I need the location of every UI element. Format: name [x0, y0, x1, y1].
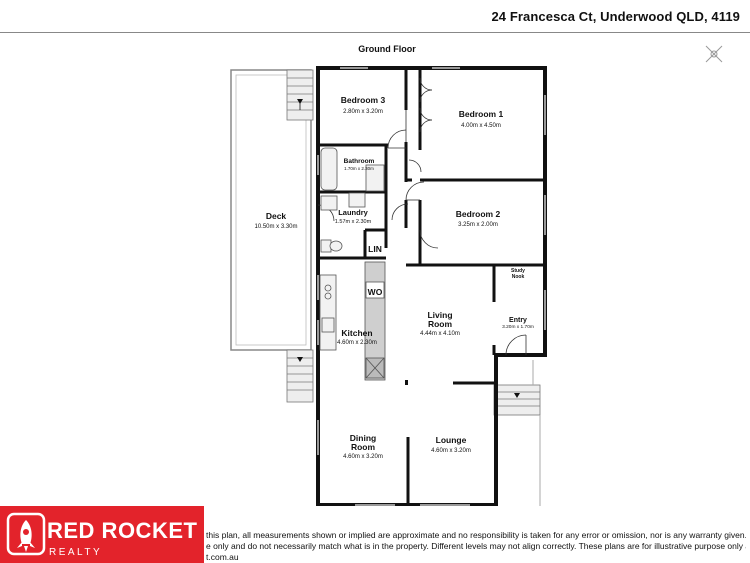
rocket-icon: [6, 512, 46, 556]
room-deck: Deck 10.50m x 3.30m: [254, 211, 297, 230]
room-name: Bathroom: [344, 158, 375, 165]
deck: [230, 69, 312, 351]
brand-sub: REALTY: [49, 547, 103, 558]
linen-label: LIN: [368, 244, 382, 254]
deck-stairs-top: [286, 69, 314, 121]
disclaimer-line-2: e only and do not necessarily match what…: [206, 541, 746, 551]
floor-title: Ground Floor: [358, 44, 416, 54]
room-name: Living: [427, 310, 452, 320]
brand-name: RED ROCKET: [47, 518, 198, 543]
entry-stairs: [493, 384, 541, 416]
compass-icon: [705, 45, 723, 63]
room-dims: 1.57m x 2.30m: [335, 219, 372, 225]
windows: [317, 67, 546, 506]
room-dims: 4.44m x 4.10m: [420, 331, 460, 337]
door-swings: [317, 110, 527, 356]
wardrobe: [419, 77, 433, 133]
room-dims: 3.20m x 1.70m: [502, 324, 534, 330]
property-address: 24 Francesca Ct, Underwood QLD, 4119: [491, 9, 740, 24]
room-name: Entry: [509, 317, 527, 324]
room-lounge: Lounge 4.60m x 3.20m: [431, 435, 471, 454]
room-name: Bedroom 1: [459, 109, 504, 119]
entry-path: [532, 360, 541, 506]
room-name: Bedroom 3: [341, 95, 386, 105]
room-name: Laundry: [338, 208, 368, 217]
room-entry: Entry 3.20m x 1.70m: [502, 317, 534, 330]
floor-plan: Ground Floor Bedroom 3 2.80m x 3.20m Bed…: [230, 44, 723, 506]
room-dims: 4.60m x 2.30m: [337, 340, 377, 346]
study-label: Study: [511, 268, 525, 274]
room-name: Bedroom 2: [456, 209, 501, 219]
room-dims: 4.60m x 3.20m: [431, 448, 471, 454]
room-dims: 3.25m x 2.00m: [458, 222, 498, 228]
post: [405, 380, 408, 385]
disclaimer-line-1: this plan, all measurements shown or imp…: [206, 530, 746, 540]
room-laundry: Laundry 1.57m x 2.30m: [335, 208, 372, 225]
room-living: Living Room 4.44m x 4.10m: [420, 310, 460, 337]
walk-in-pantry-label: WO: [368, 287, 383, 297]
room-bathroom: Bathroom 1.70m x 2.30m: [344, 158, 375, 171]
room-bedroom-3: Bedroom 3 2.80m x 3.20m: [341, 95, 386, 115]
room-name-2: Room: [351, 442, 376, 452]
study-nook-label: Study Nook: [511, 268, 525, 280]
room-name: Lounge: [436, 435, 467, 445]
room-dining: Dining Room 4.60m x 3.20m: [343, 433, 383, 460]
room-name: Dining: [350, 433, 376, 443]
fixtures: [319, 147, 386, 381]
deck-stairs-bottom: [286, 349, 314, 403]
room-dims: 10.50m x 3.30m: [254, 224, 297, 230]
room-kitchen: Kitchen 4.60m x 2.30m: [337, 328, 377, 346]
disclaimer: this plan, all measurements shown or imp…: [206, 530, 746, 563]
room-bedroom-2: Bedroom 2 3.25m x 2.00m: [456, 209, 501, 228]
brand-logo: [0, 506, 204, 563]
room-name-2: Room: [428, 319, 453, 329]
room-dims: 2.80m x 3.20m: [343, 109, 383, 115]
room-dims: 4.60m x 3.20m: [343, 454, 383, 460]
room-bedroom-1: Bedroom 1 4.00m x 4.50m: [459, 109, 504, 129]
header-divider: [0, 32, 750, 33]
room-name: Deck: [266, 211, 287, 221]
room-name: Kitchen: [341, 328, 372, 338]
room-dims: 4.00m x 4.50m: [461, 123, 501, 129]
room-dims: 1.70m x 2.30m: [344, 166, 374, 171]
disclaimer-line-3: t.com.au: [206, 552, 239, 562]
nook-label: Nook: [512, 274, 525, 280]
